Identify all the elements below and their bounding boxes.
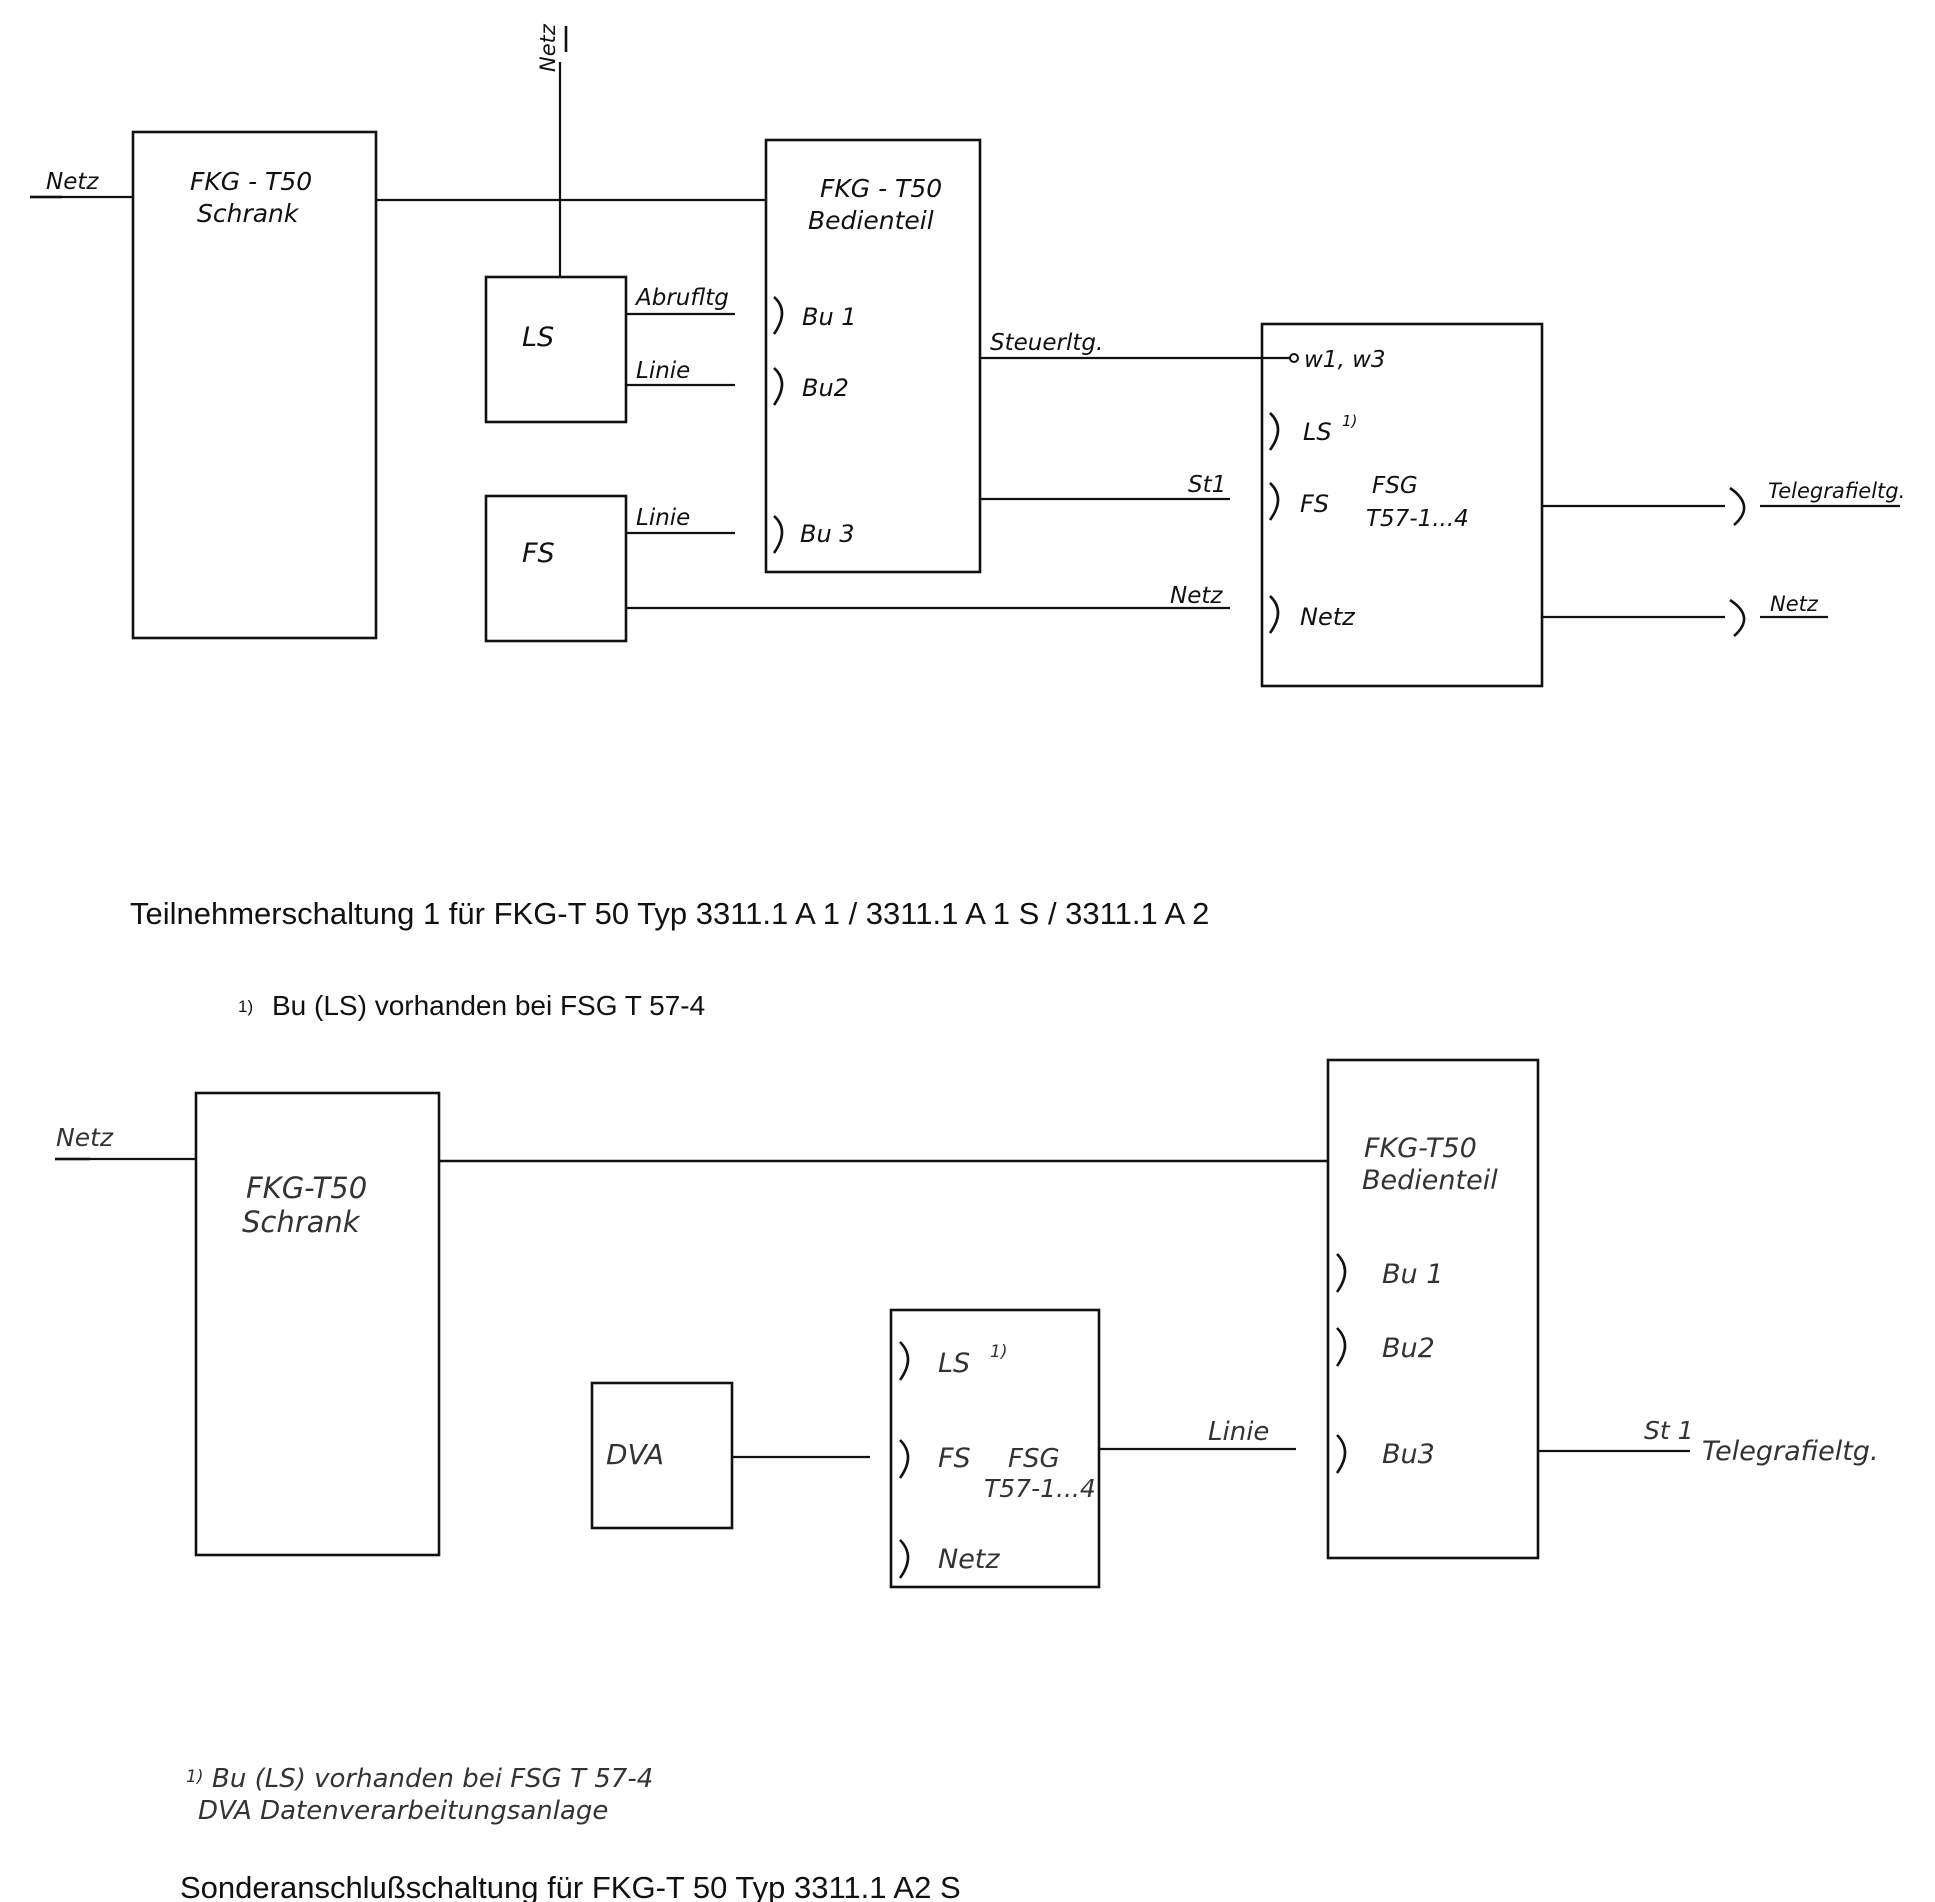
fs-box [484, 494, 628, 643]
schrank-title-2: FKG-T50 [246, 1171, 367, 1205]
bu1-label-2: Bu 1 [1382, 1259, 1443, 1290]
fkg-t50-bedienteil-box [764, 138, 982, 574]
footnote-2-mark: 1) [186, 1767, 203, 1787]
ls-label: LS [522, 322, 554, 353]
fsg-w-label: w1, w3 [1304, 347, 1386, 373]
bu3-jack-icon-2 [1335, 1434, 1347, 1474]
fsg-ls-jack-icon-2 [898, 1341, 910, 1381]
caption-2: Sonderanschlußschaltung für FKG-T 50 Typ… [180, 1870, 961, 1902]
bu1-label: Bu 1 [802, 303, 857, 331]
telegrafieltg-label-2: Telegrafieltg. [1702, 1436, 1879, 1467]
telegrafieltg-jack-icon [1729, 486, 1746, 526]
bu2-label-2: Bu2 [1382, 1333, 1435, 1364]
netz-left-label: Netz [46, 169, 99, 195]
ls-box [484, 275, 628, 424]
dva-box [590, 1381, 734, 1530]
linie-fs-label: Linie [636, 505, 690, 531]
fsg-ls-label: LS [1303, 418, 1332, 446]
fsg-type-2: T57-1...4 [984, 1474, 1096, 1503]
fsg-ls-footnote-mark-2: 1) [990, 1342, 1007, 1362]
fsg-netz-label: Netz [1300, 603, 1356, 631]
st1-label: St1 [1188, 472, 1226, 498]
netz-right-jack-icon [1729, 598, 1746, 637]
st1-label-2: St 1 [1644, 1416, 1694, 1445]
steuerltg-label: Steuerltg. [990, 330, 1103, 356]
abrufltg-label: Abrufltg [634, 285, 729, 311]
fsg-ls-label-2: LS [938, 1348, 970, 1379]
dva-label: DVA [606, 1438, 664, 1471]
fsg-ls-jack-icon [1268, 412, 1280, 451]
diagram-1-teilnehmerschaltung: Netz FKG - T50 Schrank Netz LS Abrufltg … [30, 23, 1905, 688]
bu2-jack-icon [772, 367, 784, 406]
bu3-label-2: Bu3 [1382, 1439, 1435, 1470]
bu3-jack-icon [772, 515, 784, 554]
netz-left-label-2: Netz [56, 1123, 114, 1152]
telegrafieltg-label: Telegrafieltg. [1768, 479, 1905, 503]
fsg-title-2: FSG [1008, 1444, 1060, 1474]
linie-ls-label: Linie [636, 358, 690, 384]
schrank-title: FKG - T50 [190, 167, 312, 196]
netz-top-label: Netz [536, 23, 560, 72]
linie-label-2: Linie [1208, 1417, 1269, 1447]
footnote-2-line1: Bu (LS) vorhanden bei FSG T 57-4 [212, 1764, 653, 1794]
caption-1: Teilnehmerschaltung 1 für FKG-T 50 Typ 3… [130, 896, 1209, 931]
fkg-t50-bedienteil-box-2 [1326, 1058, 1540, 1560]
fs-label: FS [522, 538, 555, 569]
w1-w3-terminal-icon [1289, 353, 1299, 363]
fkg-t50-schrank-box-2 [194, 1091, 441, 1557]
bedienteil-subtitle: Bedienteil [808, 206, 934, 235]
fsg-fs-jack-icon [1268, 482, 1280, 521]
bedienteil-title: FKG - T50 [820, 174, 942, 203]
fsg-fs-label-2: FS [938, 1443, 971, 1474]
diagram-2-sonderanschluss: Netz FKG-T50 Schrank DVA LS 1) FS FSG T5… [55, 1058, 1879, 1589]
fsg-netz-jack-icon [1268, 595, 1280, 634]
fsg-title: FSG [1372, 473, 1418, 499]
netz-right-label: Netz [1770, 592, 1819, 616]
bu2-jack-icon-2 [1335, 1327, 1347, 1367]
bu3-label: Bu 3 [800, 520, 855, 548]
bedienteil-subtitle-2: Bedienteil [1362, 1165, 1498, 1196]
schrank-subtitle: Schrank [197, 199, 300, 228]
footnote-2-line2: DVA Datenverarbeitungsanlage [198, 1796, 608, 1826]
bu1-jack-icon-2 [1335, 1253, 1347, 1293]
bedienteil-title-2: FKG-T50 [1364, 1133, 1477, 1164]
fsg-netz-label-2: Netz [938, 1544, 1000, 1575]
bu1-jack-icon [772, 296, 784, 335]
fkg-t50-schrank-box [131, 130, 378, 640]
schrank-subtitle-2: Schrank [242, 1205, 361, 1239]
fsg-fs-label: FS [1300, 490, 1329, 518]
footnote-1-mark: 1) [238, 997, 253, 1016]
fsg-ls-footnote-mark: 1) [1342, 412, 1357, 430]
fsg-type: T57-1...4 [1366, 506, 1469, 532]
fsg-fs-jack-icon-2 [898, 1439, 910, 1479]
netz-mid-label: Netz [1170, 583, 1223, 609]
fsg-netz-jack-icon-2 [898, 1539, 910, 1579]
footnote-1: Bu (LS) vorhanden bei FSG T 57-4 [272, 990, 705, 1021]
bu2-label: Bu2 [802, 374, 849, 402]
